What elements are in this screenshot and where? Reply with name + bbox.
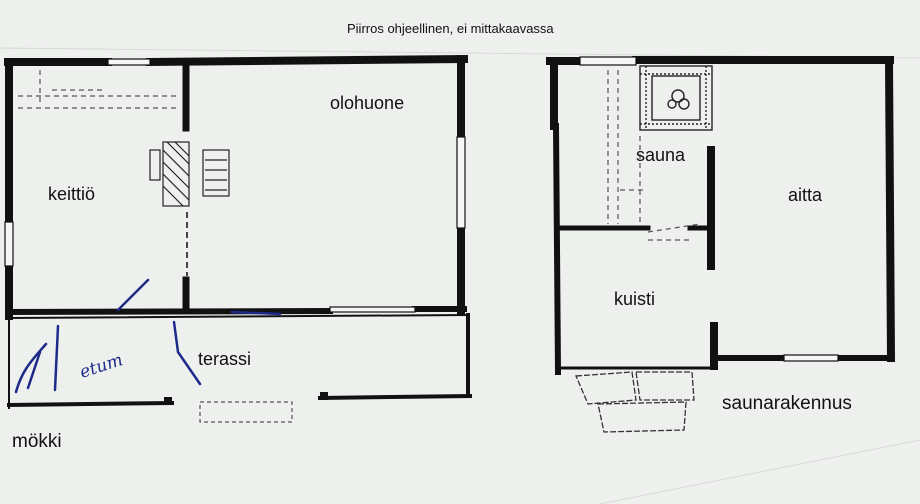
room-label-terassi: terassi (198, 349, 251, 369)
sauna-building-walls (546, 55, 896, 376)
building-label-saunarakennus: saunarakennus (722, 393, 852, 414)
room-label-keittio: keittiö (48, 184, 95, 204)
mokki-walls (4, 54, 473, 409)
room-label-kuisti: kuisti (614, 289, 655, 309)
room-label-olohuone: olohuone (330, 93, 404, 113)
caption: Piirros ohjeellinen, ei mittakaavassa (347, 21, 554, 36)
building-label-mokki: mökki (12, 431, 62, 452)
kitchen-counter (18, 70, 180, 109)
terrace-step (199, 401, 293, 423)
sauna-benches (607, 70, 701, 241)
mokki-windows (4, 58, 466, 313)
room-label-aitta: aitta (788, 185, 823, 205)
handwritten-marks (14, 278, 282, 394)
fireplace (149, 141, 230, 207)
room-label-sauna: sauna (636, 145, 686, 165)
stone-steps (575, 371, 695, 433)
sauna-stove (639, 65, 713, 131)
sauna-building-windows (579, 56, 839, 362)
